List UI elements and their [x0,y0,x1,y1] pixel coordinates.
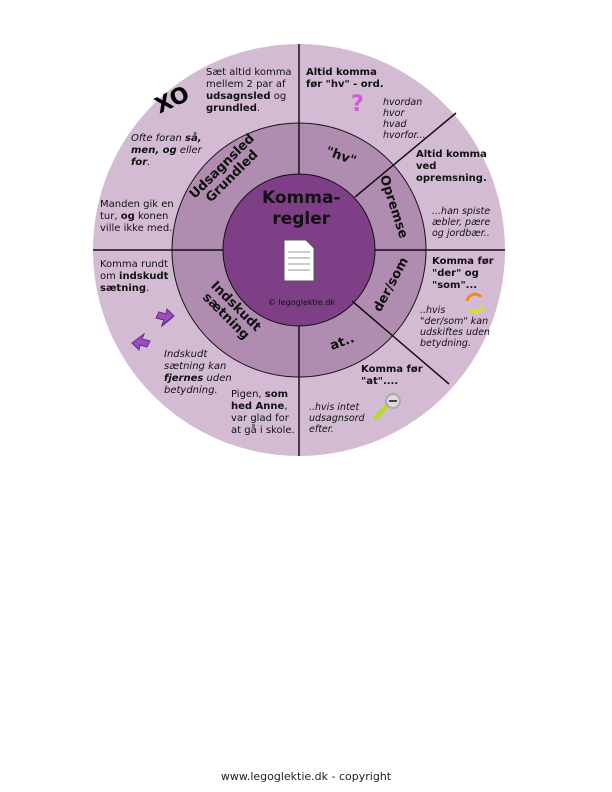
hint-udsagnsled: Ofte foran så, men, og eller for. [131,133,211,169]
text: Komma rundt om [100,259,169,282]
text: hvad [383,119,407,130]
refresh-icon [465,292,485,314]
text: grundled [206,103,257,114]
document-icon [283,239,315,282]
text: for [131,157,148,168]
rule-at: Komma før "at".... [361,364,423,387]
text: men, og [131,145,177,156]
center-copyright: © legoglektie.dk [268,298,336,307]
example-opremse: ...han spiste æbler, pære og jordbær.. [432,206,491,239]
example-indskudt: Pigen, som hed Anne, var glad for at gå … [231,389,297,437]
question-mark-icon: ? [351,92,364,117]
text: som hed Anne [231,389,289,412]
hint-indskudt: Indskudt sætning kan fjernes uden betydn… [164,349,234,397]
text: konen ville ikke med. [100,211,173,234]
text: Pigen, [231,389,265,400]
text: Indskudt sætning kan [164,349,227,372]
example-at: ..hvis intet udsagnsord efter. [309,402,365,435]
text: Ofte foran [131,133,186,144]
text: fjernes [164,373,204,384]
text: og [270,91,287,102]
text: uden betydning. [164,373,232,396]
text: . [146,283,150,294]
text: og [120,211,135,222]
footer: www.legoglektie.dk - copyright [220,770,392,783]
divider [354,112,457,198]
center-title: Komma-regler [262,188,341,230]
text: Sæt altid komma mellem 2 par af [206,67,292,90]
text: hvorfor... [383,130,426,141]
text: . [147,157,151,168]
text: , var glad for at gå i skole. [231,401,295,436]
center-title-line-2: regler [272,209,331,229]
magnifier-icon [373,393,401,420]
rule-hv: Altid komma før "hv" - ord. [306,67,384,90]
text: indskudt sætning [100,271,169,294]
divider [351,300,450,385]
center-title-line-1: Komma- [262,188,341,208]
text: hvordan [383,97,423,108]
example-udsagnsled: Manden gik en tur, og konen ville ikke m… [100,199,178,235]
example-dersom: ..hvis "der/som" kan udskiftes uden bety… [420,305,490,349]
text: . [256,103,261,114]
text: så, [185,133,202,144]
rule-opremse: Altid komma ved opremsning. [416,149,487,184]
rule-indskudt: Komma rundt om indskudt sætning. [100,259,175,295]
rule-dersom: Komma før "der" og "som"... [432,256,494,291]
text: Manden gik en tur, [100,199,174,222]
arrows-icon [131,307,175,352]
rule-udsagnsled: Sæt altid komma mellem 2 par af udsagnsl… [206,67,296,115]
text: hvor [383,108,405,119]
text: udsagnsled [206,91,271,102]
text: eller [176,145,202,156]
